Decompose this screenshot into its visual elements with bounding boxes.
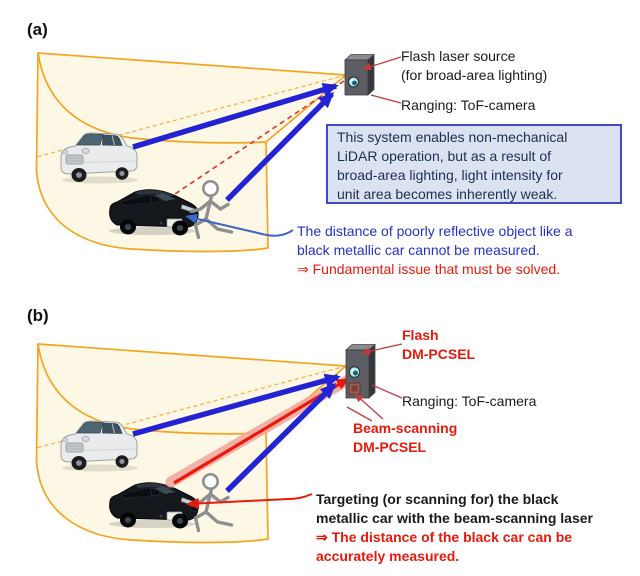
failed-measurement-dashed-line [174,80,345,195]
targeting-note: Targeting (or scanning for) the black me… [316,491,593,564]
beam-label-connector-1 [354,393,384,420]
flash-return-arrow-silver-car-b [132,373,341,437]
panel-b-graphics [35,343,403,544]
flash-label-connector-a [362,56,402,71]
ranging-label-connector-b [371,384,403,399]
note-arrow-to-black-car [185,213,294,237]
panel-b-label: (b) [27,306,49,325]
flash-return-arrow-silver-car [132,83,339,150]
panel-a-graphics [35,52,402,253]
tof-camera-device-b [344,343,377,399]
flash-return-arrow-pedestrian-b [225,382,337,493]
flash-dm-pcsel-label: Flash DM-PCSEL [402,327,476,362]
ranging-label-connector-a [370,94,402,104]
panel-a-label: (a) [27,20,48,39]
system-info-box: This system enables non-mechanical LiDAR… [326,124,622,204]
beam-scanning-dm-pcsel-label: Beam-scanning DM-PCSEL [353,420,458,455]
ranging-tof-label-a: Ranging: ToF-camera [401,97,536,113]
tof-camera-device-a [343,53,376,96]
flash-label-connector-b [361,343,403,356]
beam-label-connector-2 [346,406,373,422]
flash-return-arrow-pedestrian [225,91,335,202]
targeting-arrow-to-black-car [186,493,313,509]
ranging-tof-label-b: Ranging: ToF-camera [402,393,537,409]
measurement-issue-note: The distance of poorly reflective object… [297,223,573,277]
flash-laser-source-label: Flash laser source (for broad-area light… [401,48,548,83]
